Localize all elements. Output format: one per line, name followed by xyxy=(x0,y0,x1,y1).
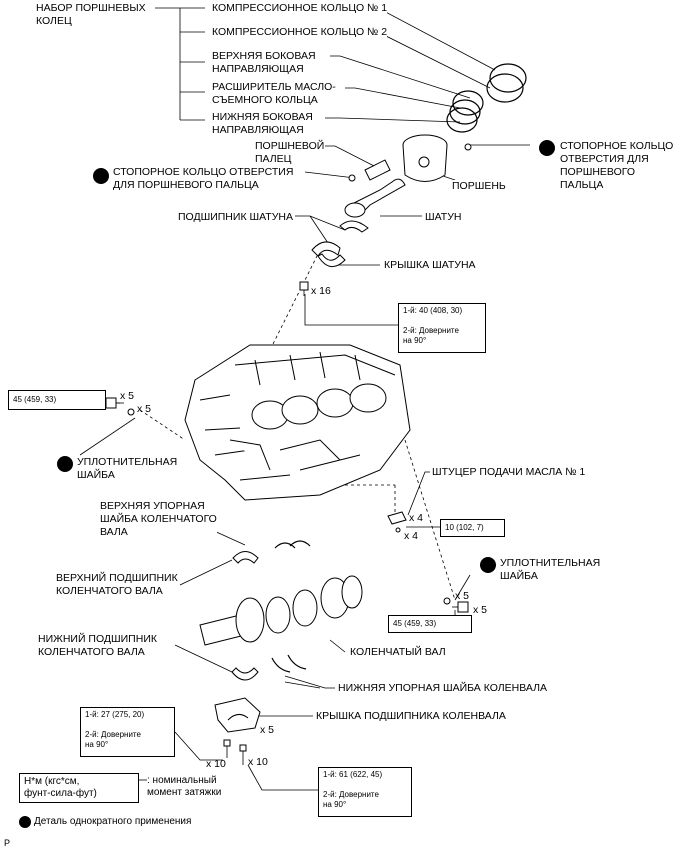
torque-box-right-bolt: 45 (459, 33) xyxy=(388,615,472,633)
label-piston-pin: ПОРШНЕВОЙ ПАЛЕЦ xyxy=(255,140,325,166)
torque-box-left-bolt: 45 (459, 33) xyxy=(8,390,106,410)
right-bolt-shape xyxy=(443,597,469,613)
label-gasket-left: УПЛОТНИТЕЛЬНАЯ ШАЙБА xyxy=(77,456,178,482)
piston-rings xyxy=(446,63,527,133)
upper-thrust-washer-shape xyxy=(274,540,311,549)
upper-main-bearing-shape xyxy=(232,551,259,564)
label-main-bearing-cap: КРЫШКА ПОДШИПНИКА КОЛЕНВАЛА xyxy=(316,710,506,723)
label-oil-nozzle: ШТУЦЕР ПОДАЧИ МАСЛА № 1 xyxy=(432,466,586,479)
label-compression-ring-2: КОМПРЕССИОННОЕ КОЛЬЦО № 2 xyxy=(212,26,388,39)
single-use-marker xyxy=(539,140,555,156)
qty-left-gasket: x 5 xyxy=(137,403,152,415)
conrod-shape xyxy=(311,178,406,267)
label-lower-side-rail: НИЖНЯЯ БОКОВАЯ НАПРАВЛЯЮЩАЯ xyxy=(212,111,313,137)
label-upper-side-rail: ВЕРХНЯЯ БОКОВАЯ НАПРАВЛЯЮЩАЯ xyxy=(212,50,316,76)
label-piston: ПОРШЕНЬ xyxy=(452,180,506,193)
crankshaft-shape xyxy=(199,575,363,646)
qty-cap-bolt-b: x 10 xyxy=(248,756,268,768)
label-conrod: ШАТУН xyxy=(425,211,462,224)
legend-unit-text: : номинальный момент затяжки xyxy=(147,775,222,799)
label-upper-main-bearing: ВЕРХНИЙ ПОДШИПНИК КОЛЕНЧАТОГО ВАЛА xyxy=(56,572,178,598)
torque-box-conrod: 1-й: 40 (408, 30) 2-й: Доверните на 90° xyxy=(398,303,486,353)
leader-lines xyxy=(79,7,530,791)
label-lower-main-bearing: НИЖНИЙ ПОДШИПНИК КОЛЕНЧАТОГО ВАЛА xyxy=(38,633,157,659)
piston-pin-shape xyxy=(364,159,391,181)
single-use-marker xyxy=(480,557,496,573)
qty-conrod-bolt: x 16 xyxy=(311,285,331,297)
engine-block xyxy=(184,344,411,501)
lower-main-bearing-shape xyxy=(231,667,259,681)
label-oil-ring-expander: РАСШИРИТЕЛЬ МАСЛО- СЪЕМНОГО КОЛЬЦА xyxy=(212,81,336,107)
torque-box-nozzle: 10 (102, 7) xyxy=(440,519,505,537)
legend-single-use-text: Деталь однократного применения xyxy=(34,815,192,828)
label-lower-thrust-washer: НИЖНЯЯ УПОРНАЯ ШАЙБА КОЛЕНВАЛА xyxy=(338,682,548,695)
legend-single-use-icon xyxy=(19,816,31,828)
qty-right-bolt: x 5 xyxy=(473,604,488,616)
main-bearing-cap-shape xyxy=(214,697,261,765)
single-use-marker xyxy=(57,456,73,472)
qty-left-bolt: x 5 xyxy=(120,390,135,402)
torque-box-cap-b: 1-й: 61 (622, 45) 2-й: Доверните на 90° xyxy=(318,767,412,817)
label-piston-ring-set: НАБОР ПОРШНЕВЫХ КОЛЕЦ xyxy=(36,2,146,28)
single-use-marker xyxy=(93,168,109,184)
label-snap-ring-left: СТОПОРНОЕ КОЛЬЦО ОТВЕРСТИЯ ДЛЯ ПОРШНЕВОГ… xyxy=(113,166,294,192)
qty-nozzle-top: x 4 xyxy=(409,512,424,524)
oil-nozzle-shape xyxy=(387,511,407,533)
label-snap-ring-right: СТОПОРНОЕ КОЛЬЦО ОТВЕРСТИЯ ДЛЯ ПОРШНЕВОГ… xyxy=(560,140,674,192)
label-upper-thrust-washer: ВЕРХНЯЯ УПОРНАЯ ШАЙБА КОЛЕНЧАТОГО ВАЛА xyxy=(100,500,217,539)
left-bolt-shape xyxy=(105,397,135,416)
qty-cap: x 5 xyxy=(260,724,275,736)
torque-box-cap-a: 1-й: 27 (275, 20) 2-й: Доверните на 90° xyxy=(80,707,175,757)
figure-code: P xyxy=(4,838,11,848)
piston-shape xyxy=(348,134,472,182)
legend-unit-box: Н*м (кгс*см, фунт-сила-фут) xyxy=(19,773,139,803)
qty-right-gasket: x 5 xyxy=(455,590,470,602)
label-conrod-cap: КРЫШКА ШАТУНА xyxy=(384,259,476,272)
label-gasket-right: УПЛОТНИТЕЛЬНАЯ ШАЙБА xyxy=(500,557,601,583)
label-crankshaft: КОЛЕНЧАТЫЙ ВАЛ xyxy=(350,646,446,659)
label-conrod-bearing: ПОДШИПНИК ШАТУНА xyxy=(178,211,293,224)
qty-cap-bolt-a: x 10 xyxy=(206,758,226,770)
lower-thrust-washer-shape xyxy=(271,654,307,673)
label-compression-ring-1: КОМПРЕССИОННОЕ КОЛЬЦО № 1 xyxy=(212,2,388,15)
conrod-bolt xyxy=(299,281,309,296)
qty-nozzle-bottom: x 4 xyxy=(404,530,419,542)
